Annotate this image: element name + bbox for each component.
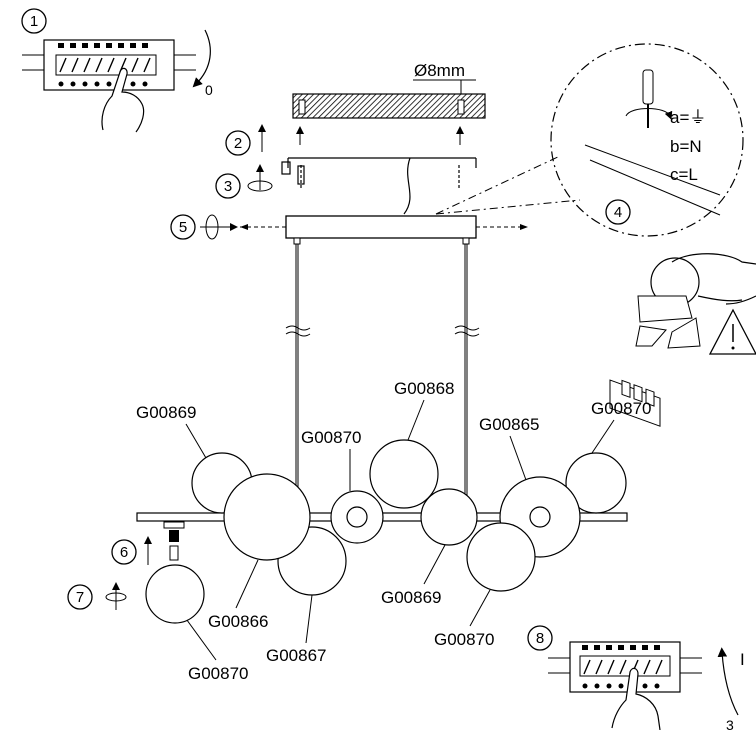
part-label-g00868: G00868 (394, 379, 455, 398)
step-1-circle (21, 8, 47, 34)
step-6-socket: 6 (111, 521, 185, 565)
glass-globes (191, 439, 627, 596)
globe (565, 452, 627, 514)
rotate-arrow-icon (192, 29, 211, 88)
globe (145, 564, 205, 624)
terminal-block (584, 144, 721, 427)
circuit-breaker-icon (548, 641, 702, 693)
rotate-arrow-icon (625, 108, 673, 120)
hand-icon (611, 667, 661, 731)
part-label-g00869-left: G00869 (136, 403, 197, 422)
step-3-number: 3 (224, 178, 232, 195)
canopy (240, 215, 528, 245)
wire-b-label: b=N (670, 137, 702, 156)
callout-circle (550, 43, 744, 237)
step-4-number: 4 (614, 204, 622, 221)
globe (466, 522, 536, 592)
part-label-g00867: G00867 (266, 646, 327, 665)
part-label-g00869-center: G00869 (381, 588, 442, 607)
globe (420, 488, 478, 546)
part-labels: G00869 G00870 G00868 G00865 G00870 G0086… (136, 379, 652, 683)
part-label-g00870-lower: G00870 (434, 630, 495, 649)
mounting-bracket (281, 157, 477, 215)
globe-socket (346, 506, 368, 528)
step-8-number: 8 (536, 630, 544, 647)
step-1-breaker-off: 1 0 (21, 8, 213, 133)
partial-label: 3 (726, 717, 734, 730)
part-label-g00870-right: G00870 (591, 399, 652, 418)
ceiling: Ø8mm (292, 61, 486, 119)
switch-on-label: I (740, 650, 745, 669)
step-5-number: 5 (179, 219, 187, 236)
step-8-breaker-on: 8 I 3 (527, 625, 745, 733)
glass-warning (635, 253, 756, 355)
part-label-g00870-center: G00870 (301, 428, 362, 447)
step-3-screw-bracket: 3 (215, 164, 273, 199)
step-1-number: 1 (30, 13, 38, 30)
step-7-number: 7 (76, 589, 84, 606)
step-5-side-screws: 5 (170, 214, 238, 240)
wall-plugs (296, 126, 464, 145)
rotate-arrow-icon (717, 647, 739, 716)
wire-c-label: c=L (670, 165, 698, 184)
step-2-fix-bracket: 2 (225, 124, 266, 156)
suspension-cables (285, 244, 480, 496)
hand-icon (671, 253, 756, 305)
globe (369, 439, 439, 509)
warning-triangle-icon (708, 308, 756, 355)
part-label-g00866: G00866 (208, 612, 269, 631)
step-6-number: 6 (120, 544, 128, 561)
globe (223, 473, 311, 561)
hand-icon (101, 67, 145, 133)
wire-a-label: a=⏚ (670, 108, 706, 127)
rotate-arrow-icon (105, 592, 127, 602)
step-2-number: 2 (234, 135, 242, 152)
broken-glass-icon (635, 295, 701, 349)
step-7-globe: 7 (67, 564, 205, 624)
step-4-wiring-callout: a=⏚ b=N c=L 4 (435, 43, 744, 427)
globe-socket (529, 506, 551, 528)
part-label-g00865: G00865 (479, 415, 540, 434)
part-label-g00870-removed: G00870 (188, 664, 249, 683)
rotate-arrow-icon (247, 180, 273, 192)
switch-off-label: 0 (205, 82, 213, 98)
drill-diameter-label: Ø8mm (414, 61, 465, 80)
circuit-breaker-icon (22, 39, 196, 91)
